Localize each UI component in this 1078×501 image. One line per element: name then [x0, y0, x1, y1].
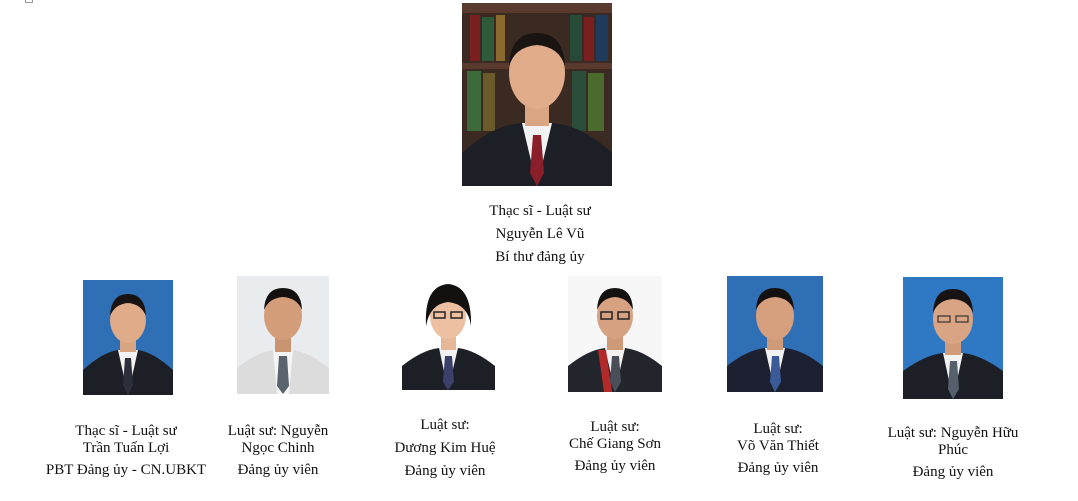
leader-role: Bí thư đảng ủy — [495, 249, 585, 265]
leader-name: Nguyễn Lê Vũ — [495, 226, 585, 242]
member-caption: Luật sư: Võ Văn Thiết Đảng ủy viên — [703, 421, 853, 477]
anchor-marker-icon — [25, 0, 33, 3]
member-portrait — [568, 276, 662, 392]
member-role: Đảng ủy viên — [404, 463, 486, 479]
member-name-line: Thạc sĩ - Luật sư — [75, 423, 177, 439]
member-caption: Luật sư: Nguyễn Hữu Phúc Đảng ủy viên — [868, 425, 1038, 481]
leader-caption: Thạc sĩ - Luật sư Nguyễn Lê Vũ Bí thư đả… — [440, 200, 640, 269]
member-caption: Thạc sĩ - Luật sư Trần Tuấn Lợi PBT Đảng… — [26, 423, 226, 479]
member-caption: Luật sư: Dương Kim Huệ Đảng ủy viên — [370, 414, 520, 483]
member-role: Đảng ủy viên — [574, 458, 656, 474]
member-portrait — [903, 277, 1003, 399]
leader-portrait — [462, 3, 612, 186]
member-name-line: Luật sư: Nguyễn Hữu — [887, 425, 1019, 441]
member-role: Đảng ủy viên — [737, 460, 819, 476]
member-portrait — [237, 276, 329, 394]
member-name-line: Luật sư: Nguyễn — [227, 423, 329, 439]
member-role: Đảng ủy viên — [237, 462, 319, 478]
member-role: Đảng ủy viên — [912, 464, 994, 480]
leader-title: Thạc sĩ - Luật sư — [489, 203, 591, 219]
member-caption: Luật sư: Chế Giang Sơn Đảng ủy viên — [540, 419, 690, 475]
member-portrait — [83, 280, 173, 395]
member-name-line: Võ Văn Thiết — [737, 438, 819, 454]
member-name-line: Luật sư: — [590, 419, 640, 435]
member-caption: Luật sư: Nguyễn Ngọc Chinh Đảng ủy viên — [203, 423, 353, 479]
member-role: PBT Đảng ủy - CN.UBKT — [45, 462, 207, 478]
member-name-line: Ngọc Chinh — [241, 440, 315, 456]
member-portrait — [402, 276, 495, 390]
member-name-line: Chế Giang Sơn — [568, 436, 662, 452]
member-name-line: Luật sư: — [753, 421, 803, 437]
member-name-line: Luật sư: — [420, 417, 470, 433]
member-portrait — [727, 276, 823, 392]
member-name-line: Phúc — [938, 442, 968, 458]
member-name-line: Dương Kim Huệ — [394, 440, 496, 456]
member-name-line: Trần Tuấn Lợi — [82, 440, 170, 456]
